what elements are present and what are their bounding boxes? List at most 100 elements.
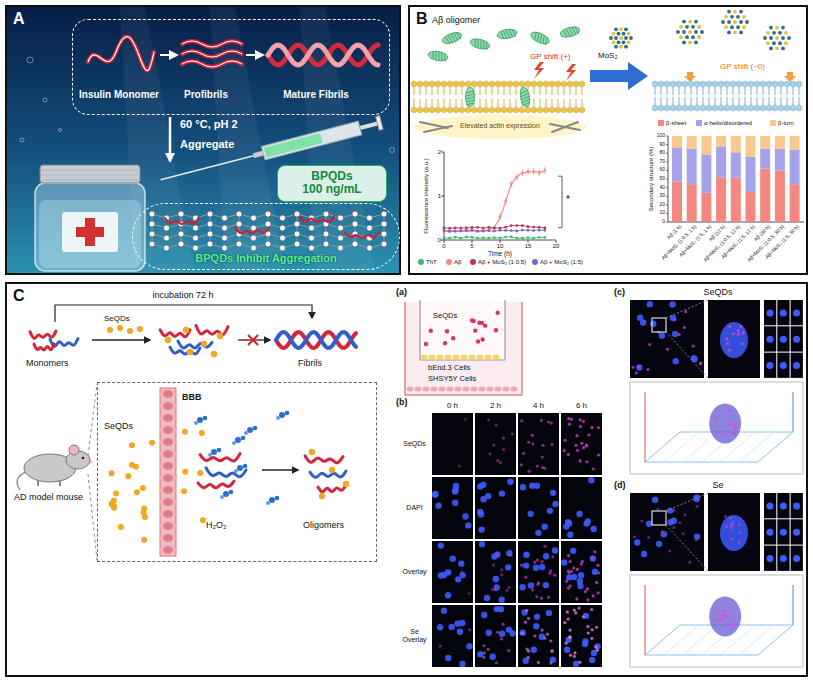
bend3-cell [493,355,500,359]
fluorescence-spot [591,556,594,559]
oligomer [529,30,551,47]
fluorescence-spot [587,433,590,436]
fluorescence-spot [637,314,643,320]
micrograph [475,413,516,475]
lipid-head [429,107,435,113]
mouse-eye [82,457,85,460]
micrograph [777,519,789,544]
lipid-tail [799,87,800,95]
lipid-head [688,105,694,111]
legend-text: β-sheet [666,120,686,127]
micrograph [791,493,803,518]
mos2-atom [766,41,770,45]
fluorescence-spot [539,564,545,570]
fluorescence-spot [520,463,523,466]
data-point [465,236,468,239]
fluorescence-spot [568,560,571,563]
shsy5y-cell [415,387,422,392]
h2o2-molecule [247,427,253,433]
stacked-bar [790,184,800,222]
fluorescence-spot [597,453,600,456]
fluorescence-spot [521,609,527,615]
seqd-dot [211,351,217,357]
lipid-tail [450,99,451,107]
bubble [27,57,33,63]
data-point [459,227,462,230]
data-point [493,236,496,239]
fluorescence-spot [505,564,511,570]
tick-label: 0 [438,237,441,244]
protein-strand [235,228,269,233]
fluorescence-spot [478,526,484,532]
lipid-head [778,81,784,87]
seqd-dot [494,328,498,332]
h2o2-molecule [234,469,238,473]
micrograph [791,519,803,544]
h2o2-molecule [266,501,270,505]
fluorescence-spot [682,532,685,535]
barrier-label: BBB [182,392,202,402]
tick-label: 30 [659,193,665,199]
legend-text: Aβ [454,259,461,266]
render-grid [720,432,755,462]
lipid-head [706,81,712,87]
fluorescence-spot [595,581,598,584]
micrograph [475,541,516,603]
fluorescence-spot [462,513,468,519]
fluorescence-spot [528,582,534,588]
oligomer-turn [533,32,538,40]
tick-mark [666,213,668,214]
fluorescence-spot [550,443,553,446]
lipid-tail [661,87,662,95]
phosphorus-atom [294,241,300,247]
cell-nucleus [780,310,787,317]
fluorescence-spot [683,326,686,329]
fluorescence-spot [449,624,455,630]
fluorescence-spot [509,554,512,557]
fluorescence-spot [537,661,540,664]
endothelial-cell [163,402,173,410]
mos2-flake [609,27,633,48]
fluorescence-spot [548,572,551,575]
cell-label: bEnd.3 Cells [428,364,471,373]
fluorescence-spot [728,325,731,328]
lipid-tail [576,87,577,95]
lid-ridge [42,175,138,176]
legend-item: Aβ + MoS₂ (1:0.5) [470,259,526,266]
fibril-strand [268,45,378,65]
data-point [532,237,535,240]
stacked-bar [687,149,697,184]
phosphorus-atom [222,215,228,221]
seqd-dot [471,319,475,323]
lipid-head [700,105,706,111]
data-point [448,227,451,230]
legend-item: β-turn [770,120,794,127]
mos2-atom [614,36,618,40]
lipid-tail [691,97,692,105]
micrograph [518,413,559,475]
oligomer-turn [500,31,503,39]
data-point [476,230,479,233]
fluorescence-spot [728,409,731,412]
actin-region [414,115,586,139]
fluorescence-spot [742,331,745,334]
lipid-head [664,81,670,87]
fluorescence-spot [495,424,498,427]
fluorescence-spot [583,520,589,526]
lipid-head [519,81,525,87]
lipid-head [694,105,700,111]
lipid-tail [492,99,493,107]
syringe-tip [253,151,264,158]
tick-mark [666,179,668,180]
seqd-dot [429,329,433,333]
stacked-bar [775,136,785,149]
fluorescence-spot [684,513,687,516]
fluorescence-spot [531,588,534,591]
fluorescence-spot [533,623,539,629]
seqd-dot [141,537,147,543]
endothelial-cell [163,450,173,458]
fluorescence-spot [550,422,553,425]
fluorescence-spot [672,526,675,529]
fluorescence-spot [484,595,490,601]
lipid-tail [655,97,656,105]
